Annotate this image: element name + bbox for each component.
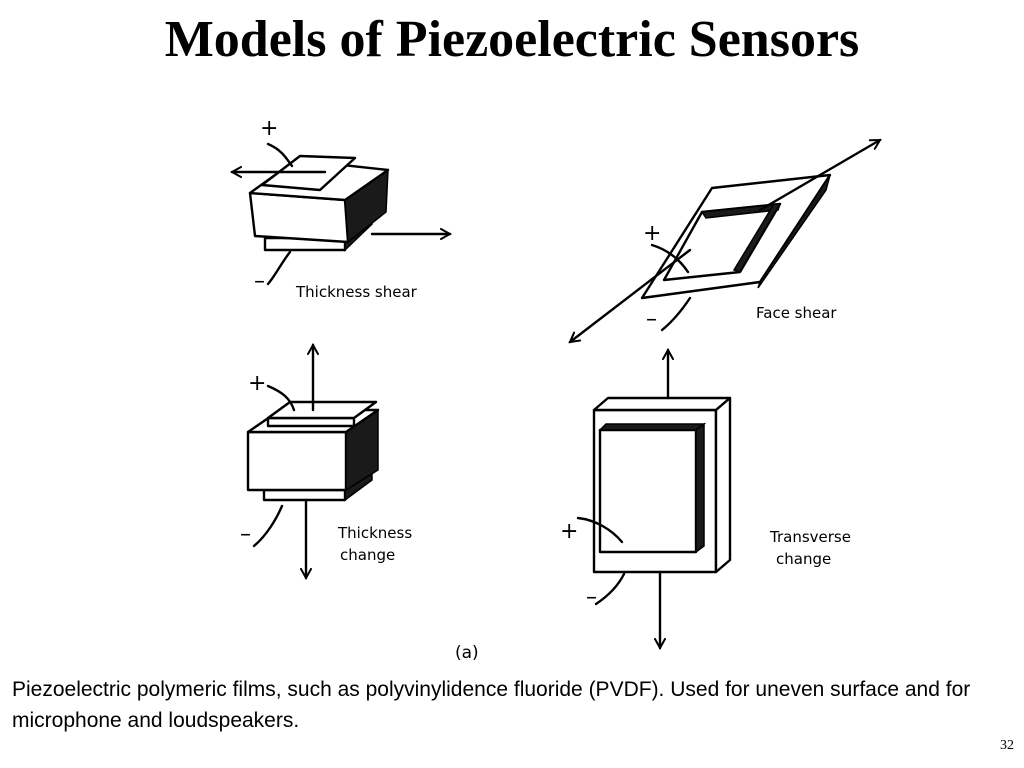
transverse-change-label-line1: Transverse bbox=[769, 528, 851, 546]
thickness-change-diagram bbox=[246, 345, 380, 578]
thickness-shear-label: Thickness shear bbox=[295, 283, 418, 301]
thickness-change-plus-sign: + bbox=[248, 371, 266, 396]
face-shear-label: Face shear bbox=[756, 304, 837, 322]
thickness-shear-diagram bbox=[232, 142, 450, 286]
page-number: 32 bbox=[1000, 738, 1014, 753]
thickness-shear-minus-sign: – bbox=[254, 269, 265, 294]
face-shear-diagram bbox=[570, 138, 880, 342]
transverse-change-diagram bbox=[576, 350, 732, 648]
thickness-change-label-line2: change bbox=[340, 546, 395, 564]
transverse-change-plus-sign: + bbox=[560, 519, 578, 544]
caption-text: Piezoelectric polymeric films, such as p… bbox=[12, 678, 971, 732]
thickness-change-minus-sign: – bbox=[240, 522, 251, 547]
thickness-change-label-line1: Thickness bbox=[337, 524, 412, 542]
transverse-change-label-line2: change bbox=[776, 550, 831, 568]
face-shear-minus-sign: – bbox=[646, 307, 657, 332]
slide-title: Models of Piezoelectric Sensors bbox=[164, 11, 860, 68]
figure-label: (a) bbox=[455, 643, 479, 663]
transverse-change-minus-sign: – bbox=[586, 585, 597, 610]
thickness-shear-plus-sign: + bbox=[260, 116, 278, 141]
face-shear-plus-sign: + bbox=[643, 221, 661, 246]
